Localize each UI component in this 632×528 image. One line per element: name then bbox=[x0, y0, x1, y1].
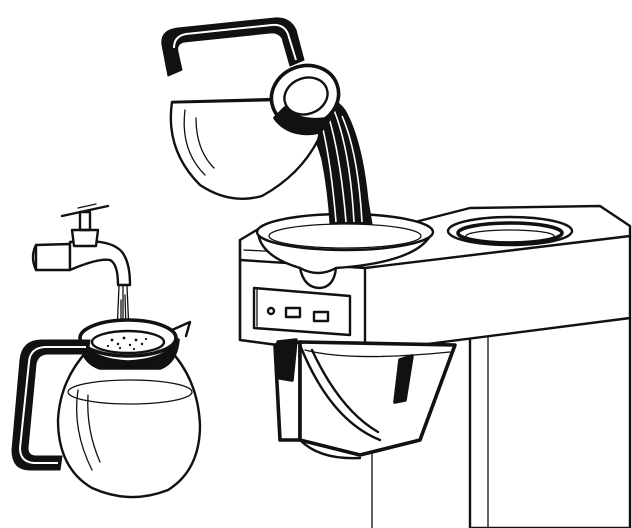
carafe-filling bbox=[12, 320, 200, 497]
brewer-lower-body bbox=[470, 318, 630, 528]
carafe-filling-glass bbox=[58, 350, 200, 497]
water-tap bbox=[33, 204, 130, 285]
tap-handle bbox=[62, 206, 108, 216]
carafe-pouring bbox=[162, 18, 347, 199]
tap-spout bbox=[70, 241, 130, 285]
